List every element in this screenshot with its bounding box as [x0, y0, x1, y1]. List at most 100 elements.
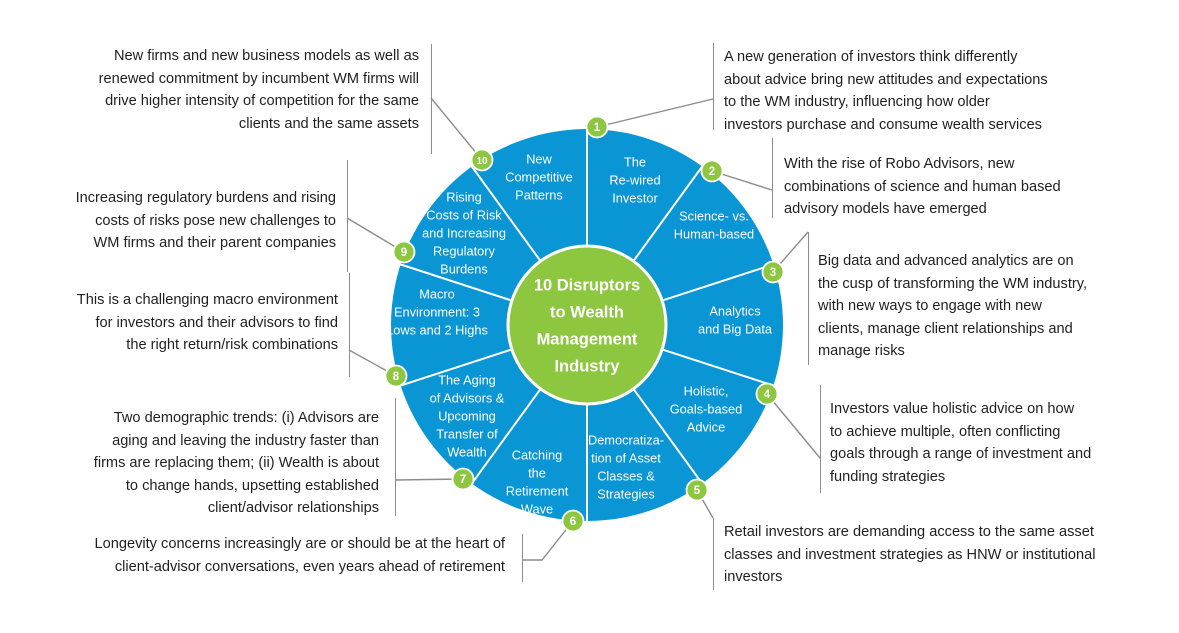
description-8-line: This is a challenging macro environment — [76, 292, 338, 308]
segment-label-line: Environment: 3 — [394, 305, 480, 320]
number-badge-text: 2 — [709, 166, 715, 178]
segment-label-line: Investor — [612, 191, 658, 206]
description-7-line: Two demographic trends: (i) Advisors are — [113, 410, 379, 426]
wheel-separator — [631, 386, 704, 485]
segment-label-line: Costs of Risk — [426, 208, 502, 223]
description-9-line: costs of risks pose new challenges to — [95, 212, 336, 229]
description-1-line: investors purchase and consume wealth se… — [724, 116, 1042, 133]
segment-label-line: the — [528, 466, 546, 481]
segment-label-line: Wave — [521, 502, 553, 517]
number-badge-8: 8 — [384, 364, 408, 388]
number-badge-5: 5 — [685, 478, 709, 502]
description-3: Big data and advanced analytics are on t… — [818, 250, 1087, 363]
description-4: Investors value holistic advice on how t… — [830, 398, 1091, 488]
number-badge-4: 4 — [755, 382, 779, 406]
number-badge-text: 6 — [570, 516, 576, 528]
number-badge-text: 7 — [460, 474, 466, 486]
description-9-line: Increasing regulatory burdens and rising — [75, 190, 336, 206]
description-7-bar — [395, 398, 397, 516]
number-badge-text: 4 — [764, 389, 771, 401]
segment-label-line: Science- vs. — [679, 209, 749, 224]
description-7-line: to change hands, upsetting established — [125, 477, 379, 494]
number-badge-circle — [561, 509, 585, 533]
segment-label-line: Classes & — [597, 469, 655, 484]
segment-label-line: Macro — [419, 287, 455, 302]
description-6-line: client-advisor conversations, even years… — [114, 558, 505, 575]
segment-label-line: Strategies — [597, 487, 655, 502]
number-badge-circle — [761, 260, 785, 284]
description-7: Two demographic trends: (i) Advisors are… — [94, 407, 379, 520]
description-6: Longevity concerns increasingly are or s… — [95, 533, 506, 578]
segment-label-line: Holistic, — [684, 384, 729, 399]
segment-label-line: of Advisors & — [430, 391, 505, 406]
segment-label-line: Transfer of — [436, 427, 498, 442]
description-8-line: the right return/risk combinations — [126, 337, 338, 353]
description-1: A new generation of investors think diff… — [724, 46, 1048, 136]
description-3-line: the cusp of transforming the WM industry… — [818, 275, 1088, 292]
number-badge-text: 9 — [401, 247, 407, 259]
wheel-separator — [659, 347, 775, 387]
segment-label-line: Lows and 2 Highs — [386, 323, 488, 338]
description-6-line: Longevity concerns increasingly are or s… — [94, 536, 506, 552]
segment-label-line: New — [526, 152, 552, 167]
description-9-bar — [347, 160, 349, 272]
description-3-line: Big data and advanced analytics are on — [818, 253, 1074, 269]
segment-label-line: Upcoming — [438, 409, 496, 424]
segment-label-line: Retirement — [506, 484, 569, 499]
number-badge-3: 3 — [761, 260, 785, 284]
center-circle — [506, 244, 668, 406]
number-badge-10: 10 — [470, 148, 494, 172]
wheel-separator — [631, 165, 704, 264]
segment-label-line: Competitive — [505, 170, 573, 185]
number-badge-circle — [685, 478, 709, 502]
description-2: With the rise of Robo Advisors, new comb… — [784, 153, 1061, 221]
segment-label-line: Analytics — [709, 304, 760, 319]
description-4-line: Investors value holistic advice on how — [830, 401, 1075, 417]
segment-label-line: Regulatory — [433, 244, 495, 259]
segment-label-line: Rising — [446, 190, 482, 205]
connector-line-10 — [430, 97, 483, 161]
number-badge-text: 10 — [476, 156, 488, 167]
description-4-bar — [820, 385, 822, 493]
number-badge-text: 3 — [770, 267, 776, 279]
description-3-line: clients, manage client relationships and — [818, 320, 1073, 337]
segment-label-line: The Aging — [438, 373, 496, 388]
number-badge-circle — [451, 467, 475, 491]
number-badges: 1 2 3 4 5 6 7 8 9 10 — [384, 115, 785, 533]
connector-line-4 — [766, 393, 821, 459]
number-badge-circle — [470, 148, 494, 172]
description-8: This is a challenging macro environment … — [77, 289, 338, 357]
center-title-line: Management — [537, 331, 638, 349]
wheel-separator — [659, 263, 775, 303]
number-badge-6: 6 — [561, 509, 585, 533]
segment-label-2: Science- vs.Human-based — [674, 209, 754, 242]
segment-label-line: The — [624, 155, 646, 170]
number-badge-text: 5 — [694, 485, 701, 497]
segment-label-line: Democratiza- — [588, 433, 664, 448]
description-3-line: with new ways to engage with new — [818, 298, 1042, 314]
description-10-line: renewed commitment by incumbent WM firms… — [98, 70, 419, 87]
number-badge-circle — [392, 240, 416, 264]
segment-label-line: Wealth — [447, 445, 487, 460]
segment-label-line: Burdens — [440, 262, 488, 277]
wheel-separator — [399, 263, 515, 303]
description-2-line: With the rise of Robo Advisors, new — [784, 156, 1015, 172]
description-10: New firms and new business models as wel… — [99, 45, 419, 135]
description-4-line: goals through a range of investment and — [830, 446, 1092, 462]
segment-label-line: Re-wired — [609, 173, 660, 188]
segment-label-line: tion of Asset — [591, 451, 661, 466]
number-badge-circle — [700, 159, 724, 183]
number-badge-1: 1 — [585, 115, 609, 139]
number-badge-text: 8 — [393, 371, 400, 383]
description-1-line: about advice bring new attitudes and exp… — [724, 71, 1048, 88]
description-1-line: A new generation of investors think diff… — [724, 49, 1018, 65]
number-badge-circle — [755, 382, 779, 406]
